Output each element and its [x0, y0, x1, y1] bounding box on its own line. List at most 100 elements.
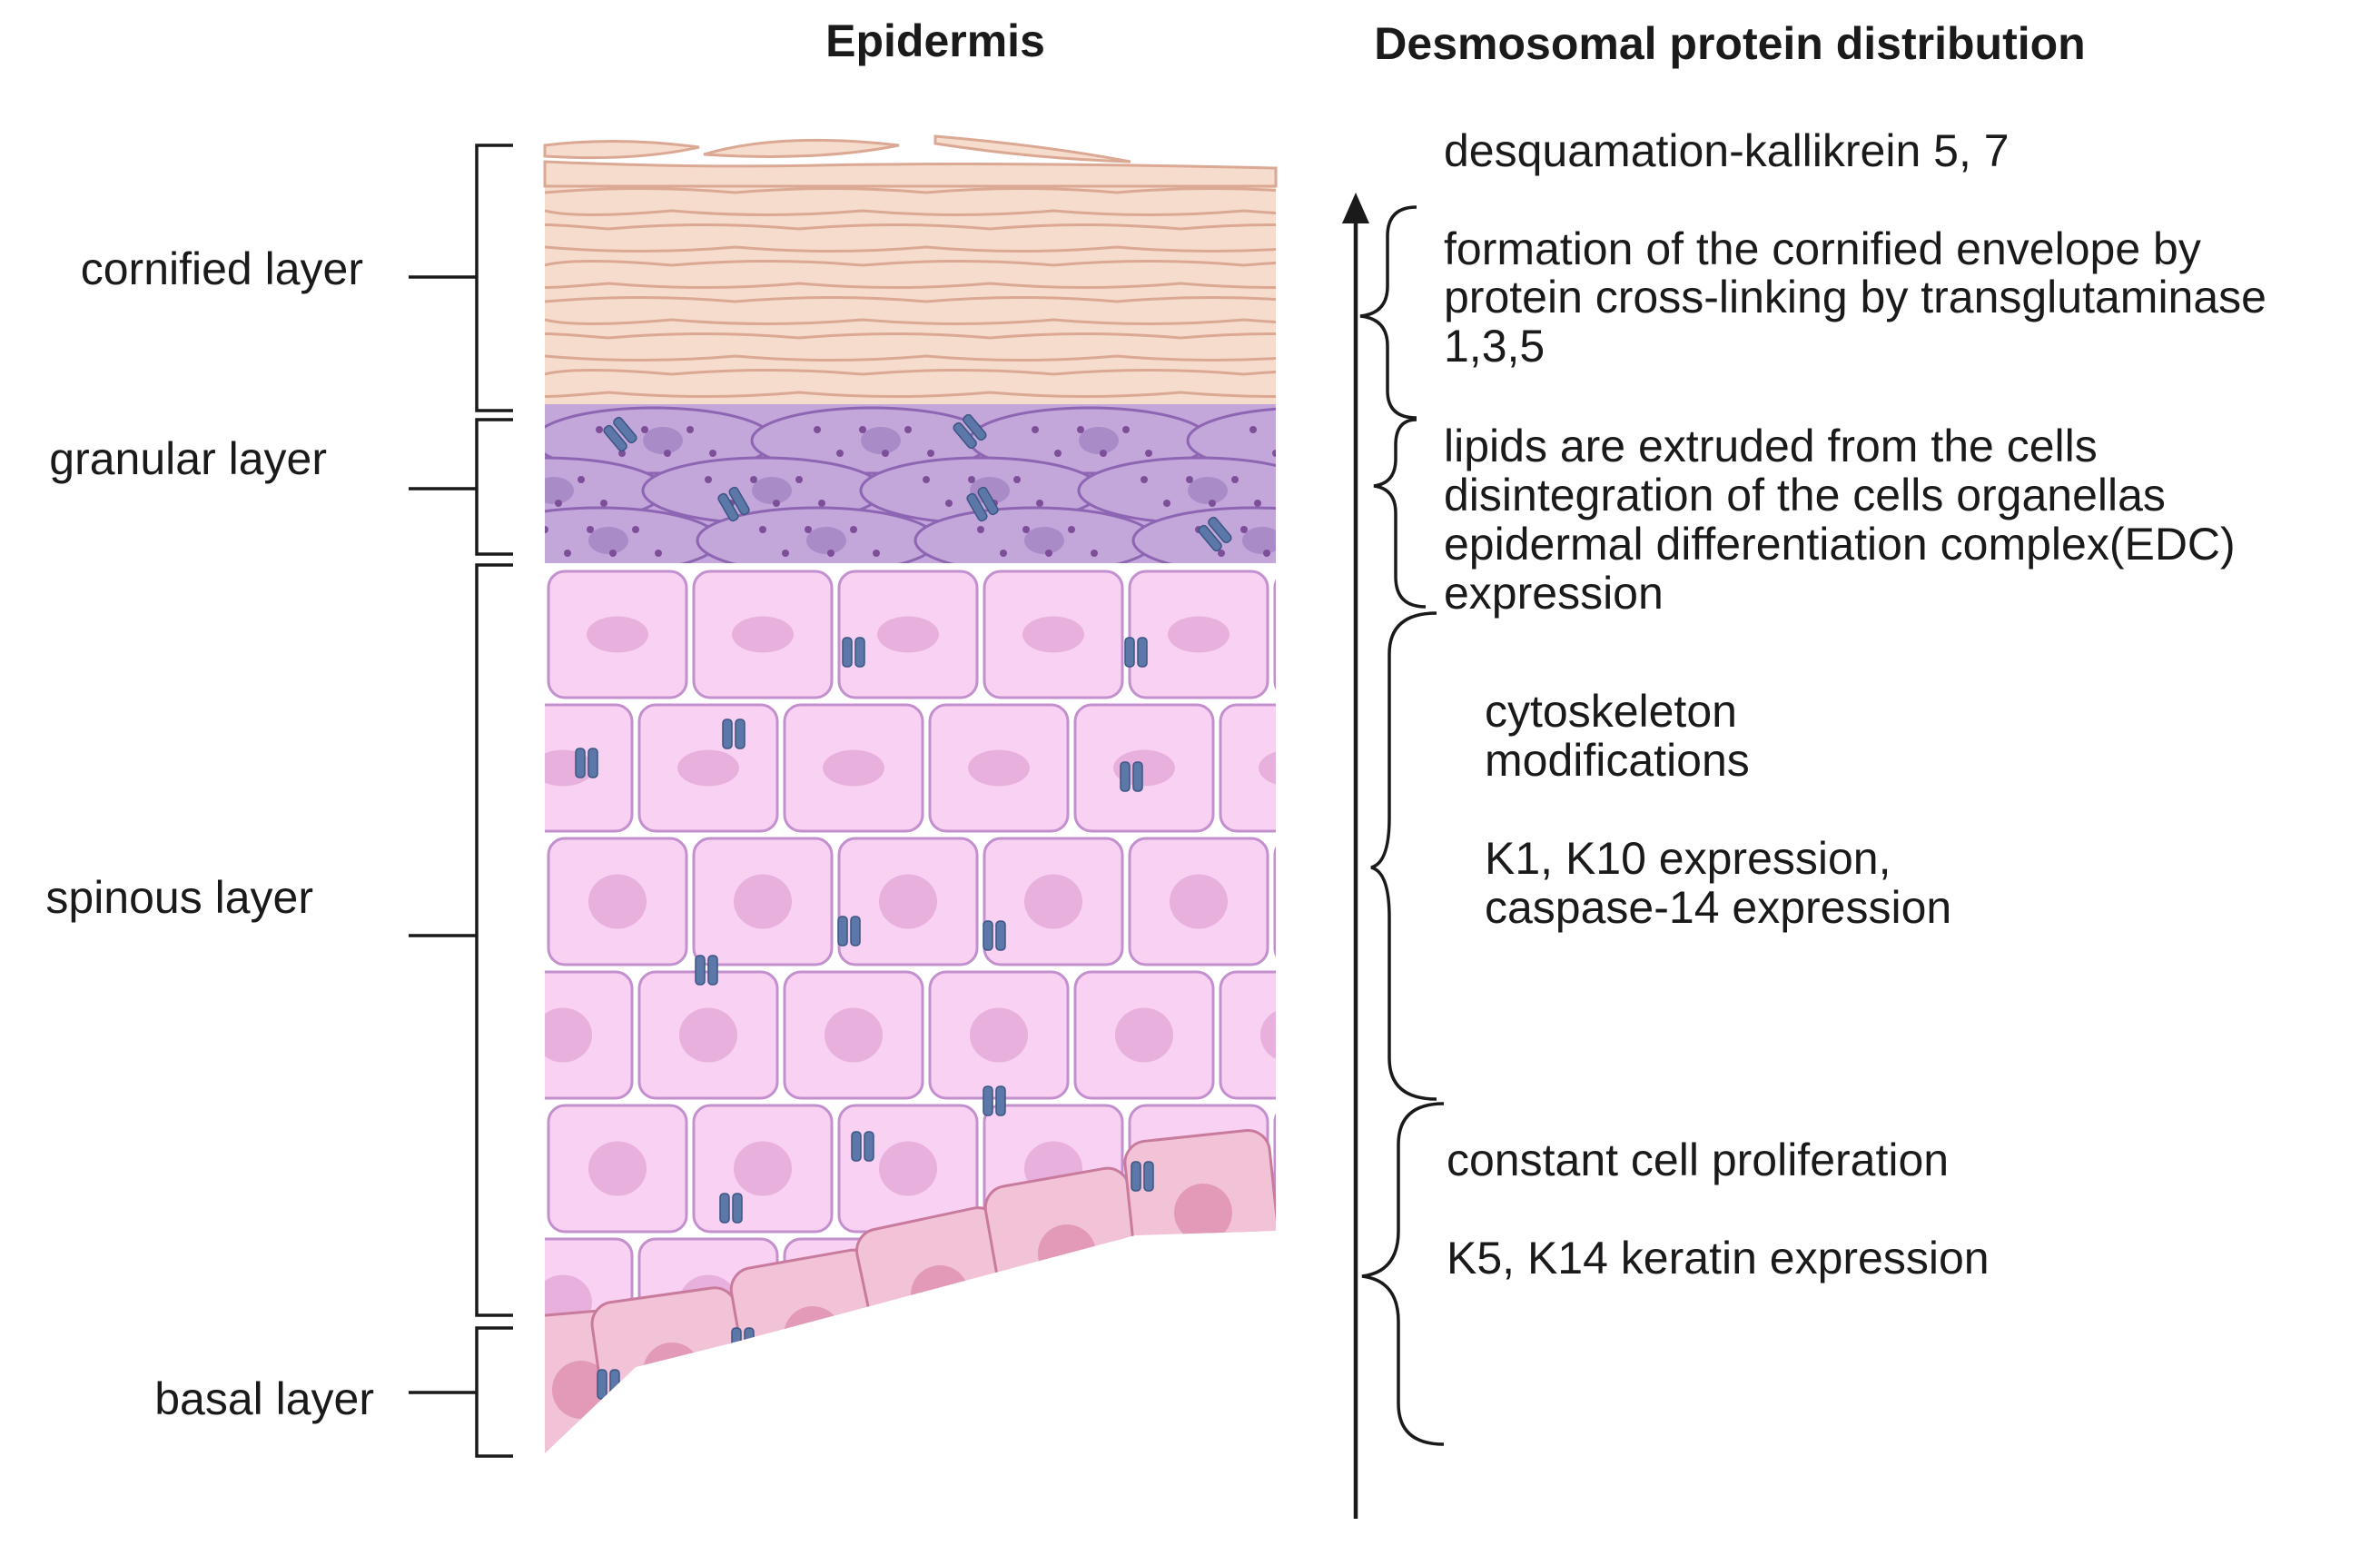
stage-braces	[1359, 205, 1445, 1446]
keratin-line	[545, 391, 1276, 398]
desmosome-icon	[837, 916, 861, 946]
spinous-cell	[1128, 1371, 1269, 1453]
spinous-cell	[547, 570, 688, 699]
spinous-cell	[349, 972, 487, 1098]
distribution-header: Desmosomal protein distribution	[1374, 18, 2085, 69]
keratin-line	[545, 223, 1276, 231]
granular-brace	[1373, 418, 1427, 609]
spinous-cell	[837, 837, 979, 966]
up-arrow-icon	[1342, 193, 1369, 1519]
spinous-bracket	[409, 563, 513, 1317]
spinous-cell	[637, 970, 779, 1100]
keratin-line	[545, 354, 1276, 362]
spinous-cell	[637, 703, 779, 833]
keratin-line	[545, 187, 1276, 194]
spinous-cell	[403, 571, 541, 698]
desmosome-icon	[966, 486, 999, 522]
granular-text-line-4: expression	[1444, 568, 1664, 619]
spinous-cell	[783, 970, 924, 1100]
spinous-cell	[783, 703, 924, 833]
spinous-cell	[545, 970, 634, 1100]
spinous-cell	[1219, 703, 1276, 833]
basal-brace	[1361, 1102, 1445, 1446]
spinous-cell	[545, 703, 634, 833]
spinous-cell	[1273, 1371, 1276, 1453]
spinous-cell	[983, 570, 1124, 699]
desmosome-icon	[717, 486, 750, 522]
desmosome-icon	[695, 955, 718, 986]
spinous-cell	[1219, 1237, 1276, 1367]
keratin-line	[545, 318, 1276, 325]
granular-text-line-3: epidermal differentiation complex(EDC)	[1444, 519, 2236, 570]
spinous-cell	[983, 837, 1124, 966]
spinous-cell	[547, 1104, 688, 1234]
cornified-flakes	[543, 134, 1278, 188]
spinous-layer-illustration	[349, 563, 1276, 1453]
basal-layer-label: basal layer	[154, 1373, 374, 1424]
spinous-cell	[692, 1104, 834, 1234]
spinous-cell	[1073, 970, 1215, 1100]
granular-bracket	[409, 418, 513, 556]
spinous-cell	[692, 570, 834, 699]
granular-cell	[696, 506, 939, 575]
spinous-cell	[403, 1105, 541, 1232]
granular-cell	[1186, 406, 1276, 475]
desmosome-icon	[983, 920, 1006, 951]
spinous-layer-label: spinous layer	[45, 872, 313, 923]
keratin-line	[545, 245, 1276, 253]
spinous-cell	[1273, 570, 1276, 699]
spinous-text-line-1: cytoskeleton	[1485, 686, 1737, 737]
desmosome-icon	[719, 1193, 743, 1224]
basal-text-line-2: K5, K14 keratin expression	[1447, 1233, 1990, 1283]
granular-text-line-2: disintegration of the cells organellas	[1444, 470, 2166, 520]
cornified-envelope-line-1: formation of the cornified envelope by	[1444, 223, 2201, 274]
layer-brackets	[409, 144, 513, 1458]
spinous-cell	[837, 1371, 979, 1453]
spinous-cell	[1128, 570, 1269, 699]
keratin-line	[545, 332, 1276, 340]
spinous-brace	[1370, 611, 1437, 1101]
desmosome-icon	[1120, 761, 1143, 792]
spinous-cell	[692, 1371, 834, 1453]
spinous-text-line-3: K1, K10 expression,	[1485, 833, 1891, 884]
spinous-cell	[1273, 1104, 1276, 1234]
basal-bracket	[409, 1326, 513, 1458]
granular-layer-illustration	[545, 404, 1276, 575]
granular-layer-label: granular layer	[49, 433, 327, 484]
spinous-cell	[349, 1239, 487, 1365]
desmosome-icon	[603, 416, 637, 452]
spinous-cell	[928, 703, 1070, 833]
desmosome-icon	[1131, 1161, 1154, 1192]
cornified-layer-label: cornified layer	[81, 243, 363, 294]
desmosome-icon	[983, 1085, 1006, 1116]
desmosome-icon	[575, 748, 598, 778]
keratin-line	[545, 282, 1276, 289]
keratin-line	[545, 296, 1276, 303]
desmosome-icon	[1124, 637, 1148, 668]
stage-descriptions: desquamation-kallikrein 5, 7 formation o…	[1444, 125, 2266, 1283]
spinous-cell	[547, 837, 688, 966]
spinous-cell	[1219, 970, 1276, 1100]
spinous-cell	[692, 837, 834, 966]
cornified-envelope-line-2: protein cross-linking by transglutaminas…	[1444, 272, 2266, 322]
cornified-bracket	[409, 144, 513, 412]
spinous-cell	[1073, 703, 1215, 833]
spinous-cell	[837, 570, 979, 699]
spinous-cell	[1273, 837, 1276, 966]
basal-cell	[1278, 1087, 1428, 1246]
cornified-layer-illustration	[545, 186, 1276, 409]
spinous-cell	[928, 970, 1070, 1100]
tissue-illustration	[349, 186, 1428, 1453]
spinous-cell	[1128, 837, 1269, 966]
desmosome-icon	[953, 413, 987, 450]
keratin-line	[545, 209, 1276, 216]
desmosome-icon	[851, 1131, 874, 1162]
spinous-text-line-4: caspase-14 expression	[1485, 882, 1951, 933]
basal-cell	[983, 1166, 1150, 1341]
basal-cell	[1123, 1128, 1276, 1297]
desmosome-icon	[722, 718, 746, 749]
granular-cell	[545, 406, 775, 475]
cornified-envelope-line-3: 1,3,5	[1444, 321, 1545, 372]
spinous-cell	[349, 705, 487, 831]
